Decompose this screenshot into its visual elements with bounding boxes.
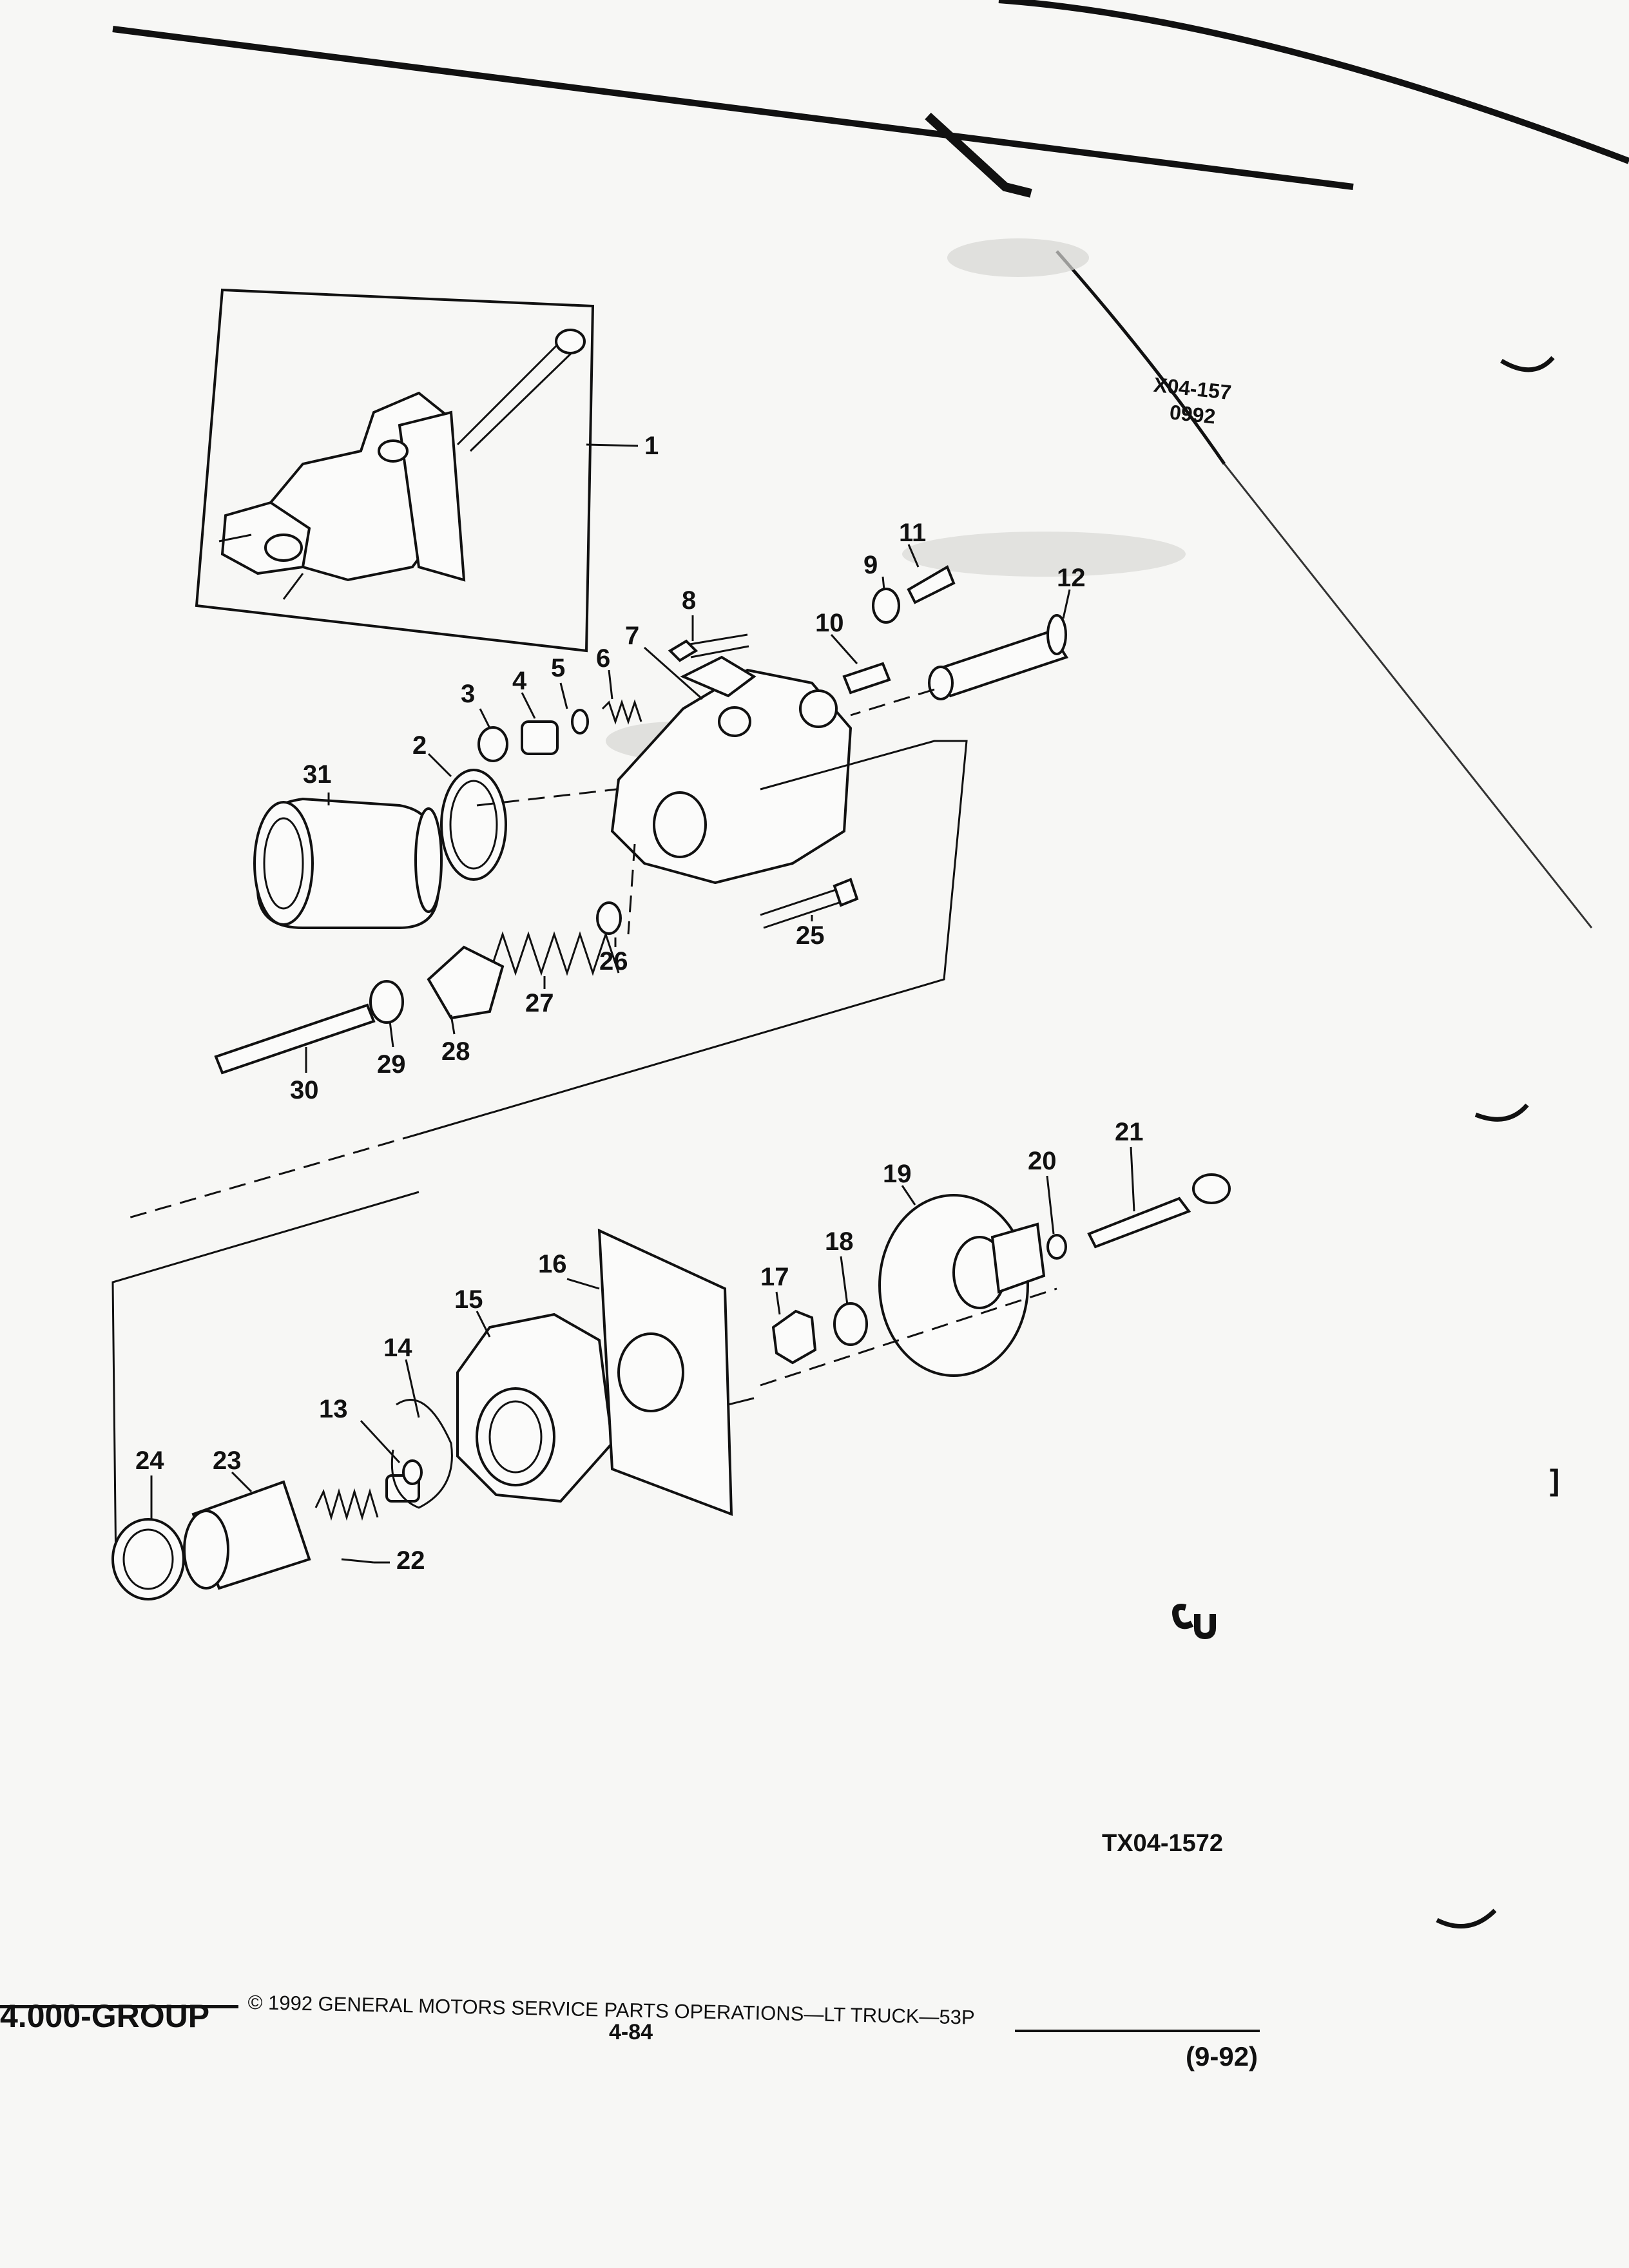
callout-25: 25 [796,921,825,950]
footer-revision: (9-92) [1186,2041,1258,2071]
callout-28: 28 [441,1037,470,1066]
callout-2: 2 [412,731,427,760]
callout-3: 3 [461,680,475,708]
callout-15: 15 [454,1285,483,1314]
corner-reference-line2: 0992 [1168,400,1217,428]
curl-mark [1172,1604,1216,1640]
scan-edge-marks [112,0,1629,1929]
callout-16: 16 [538,1250,567,1278]
callout-6: 6 [596,644,610,673]
callout-22: 22 [396,1546,425,1575]
callout-labels: 1 2 3 4 5 6 7 8 9 10 11 12 13 14 15 16 1… [135,432,1144,1575]
callout-12: 12 [1057,564,1086,592]
callout-11: 11 [899,519,926,547]
callout-9: 9 [863,551,878,579]
callout-5: 5 [551,654,565,682]
callout-20: 20 [1028,1147,1057,1175]
callout-30: 30 [290,1076,319,1104]
callout-26: 26 [599,947,628,975]
callout-31: 31 [303,760,332,789]
callout-8: 8 [682,586,696,615]
callout-19: 19 [883,1160,912,1188]
footer-page-number: 4-84 [609,2020,653,2044]
callout-1: 1 [644,432,659,460]
callout-14: 14 [383,1334,412,1362]
callout-17: 17 [760,1263,789,1291]
callout-29: 29 [377,1050,406,1079]
footer-rule-right [1015,2030,1260,2032]
footer-rule-left [0,2005,238,2008]
assembly-inset [195,288,639,653]
callout-27: 27 [525,989,554,1017]
bracket-mark: ] [1550,1463,1560,1497]
footer-group: 4.000-GROUP [0,1998,210,2034]
callout-21: 21 [1115,1118,1144,1146]
callout-7: 7 [625,622,639,650]
callout-18: 18 [825,1227,854,1256]
lower-exploded-group [111,1146,1231,1600]
callout-24: 24 [135,1446,164,1475]
upper-exploded-group [128,544,1071,1219]
callout-23: 23 [213,1446,242,1475]
callout-4: 4 [512,667,527,695]
callout-13: 13 [319,1395,348,1423]
callout-10: 10 [815,609,844,637]
figure-number: TX04-1572 [1102,1830,1224,1857]
